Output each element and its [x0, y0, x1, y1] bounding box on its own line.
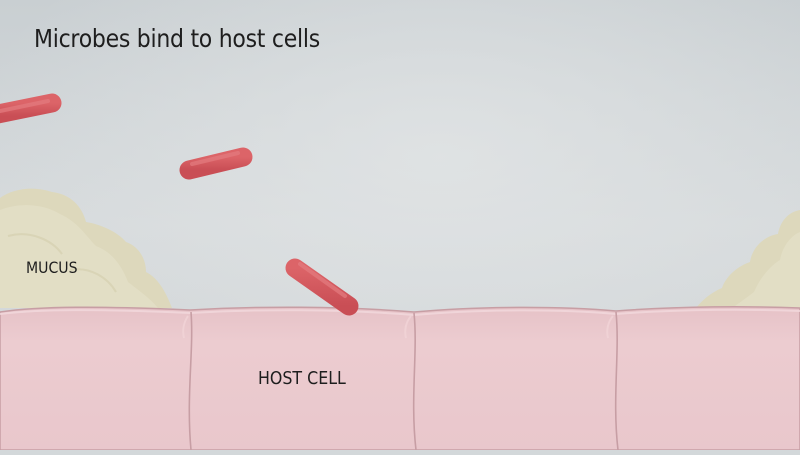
host-cell-surface	[0, 306, 800, 451]
mucus-right	[696, 210, 800, 308]
host-cell-membrane-3	[614, 311, 619, 451]
microbe-1	[0, 93, 62, 124]
host-cell-membrane-1	[188, 311, 193, 451]
microbe-3	[285, 258, 359, 316]
microbe-highlight-1	[0, 99, 50, 113]
microbe-highlight-3	[298, 262, 347, 298]
microbe-highlight-2	[190, 151, 240, 166]
mucus-label: MUCUS	[26, 258, 78, 277]
mucus-left	[0, 188, 172, 308]
host-cell-membrane-2	[412, 312, 417, 451]
host-cell-layer	[0, 306, 800, 451]
diagram-title: Microbes bind to host cells	[34, 24, 320, 53]
microbe-2	[179, 147, 253, 180]
host-cell-label: HOST CELL	[258, 368, 346, 389]
